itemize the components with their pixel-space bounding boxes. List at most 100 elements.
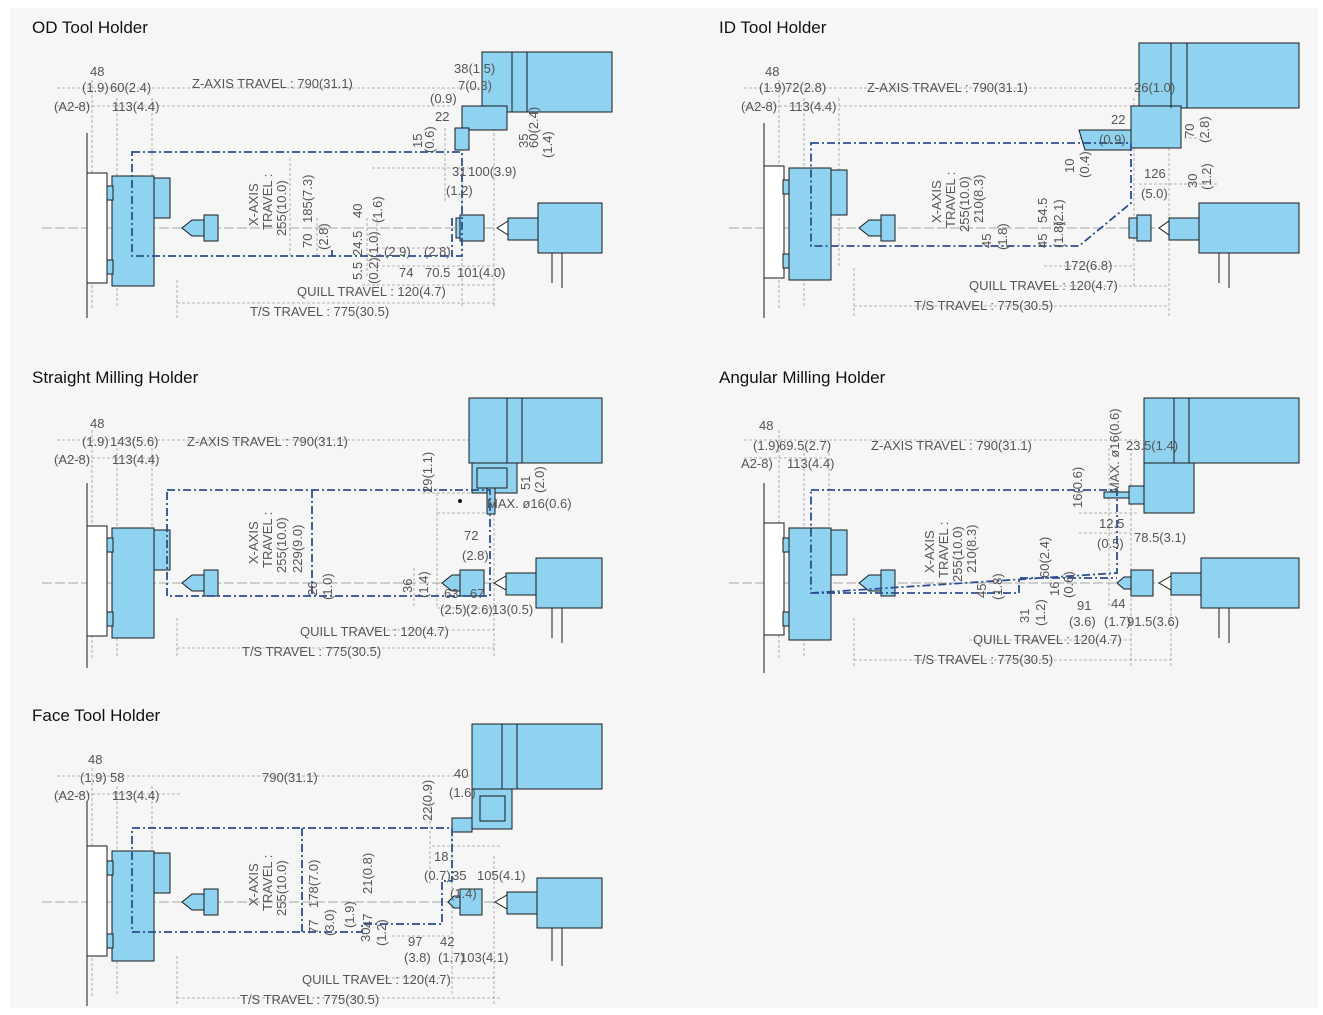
label-16-0-6: 16(0.6) (1070, 467, 1085, 508)
straight-milling-holder-panel: Straight Milling Holder (32, 368, 612, 668)
label-22: 22 (435, 109, 449, 124)
label-185-7-3: 185(7.3) (300, 175, 315, 223)
label-1-7: (1.7) (1104, 614, 1131, 629)
label-7-0-3: 7(0.3) (458, 78, 492, 93)
label-26-1-0: 26(1.0) (1134, 80, 1175, 95)
label-22: 22 (1111, 112, 1125, 127)
label-1-0: (1.0) (366, 231, 381, 258)
od-tool-holder-diagram: 48 (1.9) 60(2.4) (A2-8) 113(4.4) Z-AXIS … (42, 51, 613, 319)
tool-turret (454, 51, 613, 151)
label-0-6: (0.6) (422, 126, 437, 153)
x-axis-line-3: 255(10.0) (274, 860, 289, 916)
z-axis-travel: Z-AXIS TRAVEL : 790(31.1) (192, 76, 353, 91)
quill-travel: QUILL TRAVEL : 120(4.7) (302, 972, 451, 987)
chuck (763, 123, 848, 318)
id-tool-holder-title: ID Tool Holder (719, 18, 827, 37)
label-1-6: (1.6) (449, 785, 476, 800)
x-axis-line-1: X-AXIS (246, 183, 261, 226)
tool-travel-path (166, 489, 491, 597)
label-2-8: (2.8) (316, 223, 331, 250)
label-100-3-9: 100(3.9) (468, 164, 516, 179)
straight-milling-holder-diagram: 48 (1.9) 143(5.6) (A2-8) 113(4.4) Z-AXIS… (42, 397, 603, 668)
label-48: 48 (765, 64, 779, 79)
label-31: 31 (452, 164, 466, 179)
label-48: 48 (88, 752, 102, 767)
label-2-5: (2.5) (440, 602, 467, 617)
angular-milling-holder-title: Angular Milling Holder (719, 368, 886, 387)
label-58: 58 (110, 770, 124, 785)
label-0-9: (0.9) (430, 91, 457, 106)
tool-travel-path (131, 827, 453, 933)
label-72-2-8: 72(2.8) (785, 80, 826, 95)
dimension-labels: 48 (1.9) 58 (A2-8) 113(4.4) 790(31.1) 40… (54, 752, 525, 1007)
z-axis-travel: Z-AXIS TRAVEL : 790(31.1) (871, 438, 1032, 453)
label-172-6-8: 172(6.8) (1064, 258, 1112, 273)
id-tool-holder-panel: ID Tool Holder (719, 18, 1309, 318)
workpiece (858, 214, 1152, 242)
label-51: 51 (518, 476, 533, 490)
ts-travel: T/S TRAVEL : 775(30.5) (250, 304, 389, 319)
label-30: 30 (358, 928, 373, 942)
chuck (86, 133, 171, 318)
dimension-labels: 48 (1.9) 69.5(2.7) A2-8) 113(4.4) Z-AXIS… (741, 408, 1186, 667)
label-0-2: (0.2) (366, 257, 381, 284)
label-5-5: 5.5 (350, 262, 365, 280)
x-axis-line-2: TRAVEL : (260, 855, 275, 911)
label-1-0: (1.0) (320, 573, 335, 600)
label-113-4-4: 113(4.4) (112, 452, 159, 467)
label-a2-8: (A2-8) (54, 788, 90, 803)
label-0-4: (0.4) (1077, 151, 1092, 178)
label-0-9: (0.9) (1099, 132, 1126, 147)
label-60-2-4: 60(2.4) (1037, 537, 1052, 578)
label-13-0-5: 13(0.5) (492, 602, 533, 617)
label-3-0: (3.0) (322, 909, 337, 936)
label-69-5-2-7: 69.5(2.7) (779, 438, 831, 453)
label-40: 40 (350, 204, 365, 218)
ts-travel: T/S TRAVEL : 775(30.5) (240, 992, 379, 1007)
label-0-7: (0.7) (424, 868, 451, 883)
label-2-0: (2.0) (532, 466, 547, 493)
face-tool-holder-panel: Face Tool Holder (32, 706, 612, 1008)
label-63: 63 (444, 586, 458, 601)
label-47: 47 (360, 914, 375, 928)
label-18: 18 (434, 849, 448, 864)
angular-milling-holder-panel: Angular Milling Holder (719, 368, 1309, 673)
label-113-4-4: 113(4.4) (112, 99, 159, 114)
label-1-9: (1.9) (82, 80, 109, 95)
label-22-0-9: 22(0.9) (420, 780, 435, 821)
label-60-2-4-b: 60(2.4) (526, 107, 541, 148)
label-38-1-5: 38(1.5) (454, 61, 495, 76)
x-axis-line-3: 255(10.0) (274, 180, 289, 236)
label-91-5-3-6: 91.5(3.6) (1127, 614, 1179, 629)
label-54-5: 54.5 (1035, 198, 1050, 223)
label-0-5: (0.5) (1097, 536, 1124, 551)
label-77: 77 (306, 920, 321, 934)
angular-milling-holder-diagram: 48 (1.9) 69.5(2.7) A2-8) 113(4.4) Z-AXIS… (729, 397, 1300, 673)
x-axis-line-1: X-AXIS (922, 530, 937, 573)
face-tool-holder-title: Face Tool Holder (32, 706, 161, 725)
chuck (763, 483, 848, 673)
tool-turret (1103, 397, 1300, 514)
tool-point-marker (458, 499, 462, 503)
label-97: 97 (408, 934, 422, 949)
label-15: 15 (410, 134, 425, 148)
label-70-5: 70.5 (425, 265, 450, 280)
id-tool-holder-diagram: 48 (1.9) 72(2.8) (A2-8) 113(4.4) Z-AXIS … (729, 42, 1300, 318)
tool-turret (451, 723, 603, 833)
label-210-8-3: 210(8.3) (971, 175, 986, 223)
label-143-5-6: 143(5.6) (110, 434, 158, 449)
ts-travel: T/S TRAVEL : 775(30.5) (242, 644, 381, 659)
dimension-labels: 48 (1.9) 72(2.8) (A2-8) 113(4.4) Z-AXIS … (741, 64, 1214, 313)
label-45: 45 (974, 584, 989, 598)
x-axis-line-1: X-AXIS (246, 521, 261, 564)
tool-turret (1078, 42, 1300, 151)
label-103-4-1: 103(4.1) (460, 950, 508, 965)
tailstock (493, 557, 603, 643)
label-1-9: (1.9) (80, 770, 107, 785)
label-10: 10 (1062, 159, 1077, 173)
label-70: 70 (1182, 124, 1197, 138)
x-axis-line-2: TRAVEL : (260, 512, 275, 568)
label-max-o16: MAX. ø16(0.6) (487, 496, 572, 511)
workpiece (858, 569, 1154, 597)
label-48: 48 (90, 416, 104, 431)
